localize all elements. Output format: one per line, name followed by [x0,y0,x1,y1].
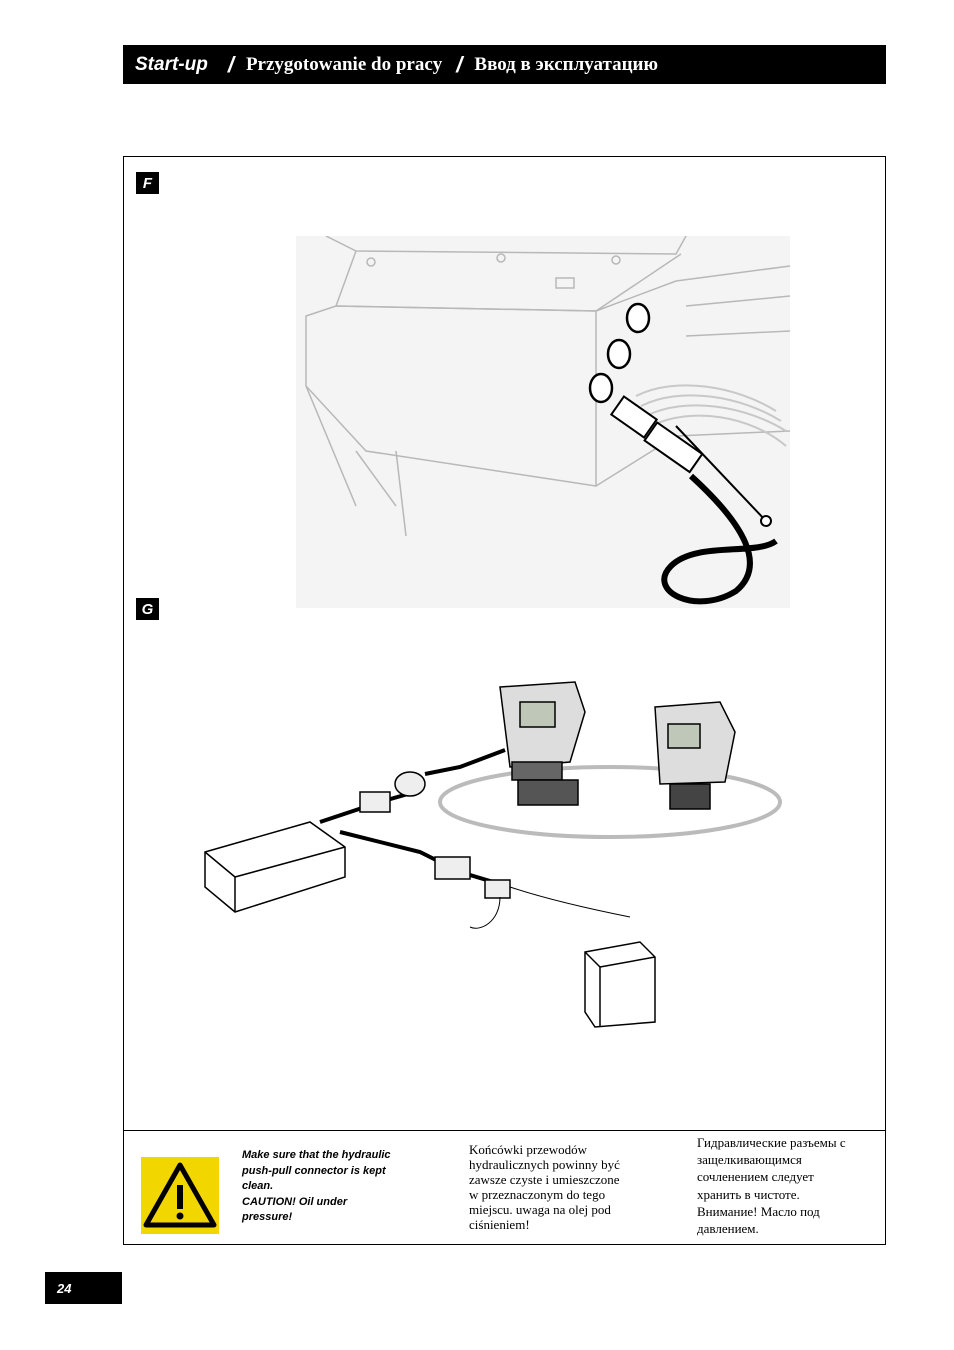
frame-divider [123,1130,886,1131]
header-separator: / [456,51,463,77]
header-title-ru: Ввод в эксплуатацию [474,53,658,75]
header-title-pl: Przygotowanie do pracy [245,53,443,75]
figure-frame [123,156,886,1245]
hydraulic-connector-illustration [296,236,790,608]
figure-label-f: F [136,172,159,194]
warning-text-en: Make sure that the hydraulic push-pull c… [242,1149,391,1223]
header-title-en: Start-up [135,53,208,75]
header-separator: / [227,51,234,77]
page-number: 24 [45,1272,122,1304]
warning-text-pl: Końcówki przewodów hydraulicznych powinn… [469,1142,620,1232]
control-box-wiring-illustration [204,681,782,1028]
warning-triangle-icon [141,1157,219,1234]
warning-text-ru: Гидравлические разъемы с защелкивающимся… [697,1135,846,1237]
section-header: Start-up / Przygotowanie do pracy / Ввод… [123,45,886,84]
figure-label-g: G [136,598,159,620]
